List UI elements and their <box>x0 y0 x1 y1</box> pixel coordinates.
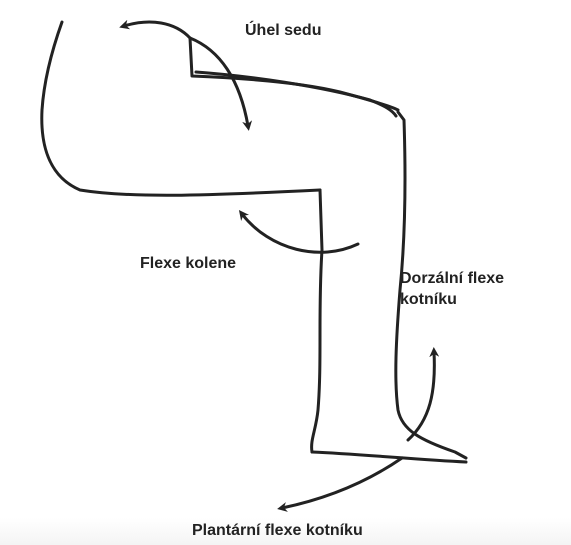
dorsal-flexion-arrow <box>408 352 434 440</box>
plantar-flexion-arrow <box>282 458 402 508</box>
ankle-dorsiflexion-label: Dorzální flexe kotníku <box>400 268 504 310</box>
knee-flexion-label: Flexe kolene <box>140 253 236 274</box>
ankle-dorsiflexion-label-line2: kotníku <box>400 289 504 310</box>
back-outline <box>42 22 320 195</box>
ankle-dorsiflexion-label-line1: Dorzální flexe <box>400 268 504 289</box>
knee-flexion-arrow <box>242 214 358 252</box>
seat-angle-label: Úhel sedu <box>245 20 321 41</box>
seat-angle-arrow-left <box>124 22 190 38</box>
seat-angle-arrow-down <box>190 38 248 126</box>
sole <box>312 452 466 462</box>
calf-back <box>312 190 322 452</box>
ankle-plantarflexion-label: Plantární flexe kotníku <box>192 520 363 541</box>
